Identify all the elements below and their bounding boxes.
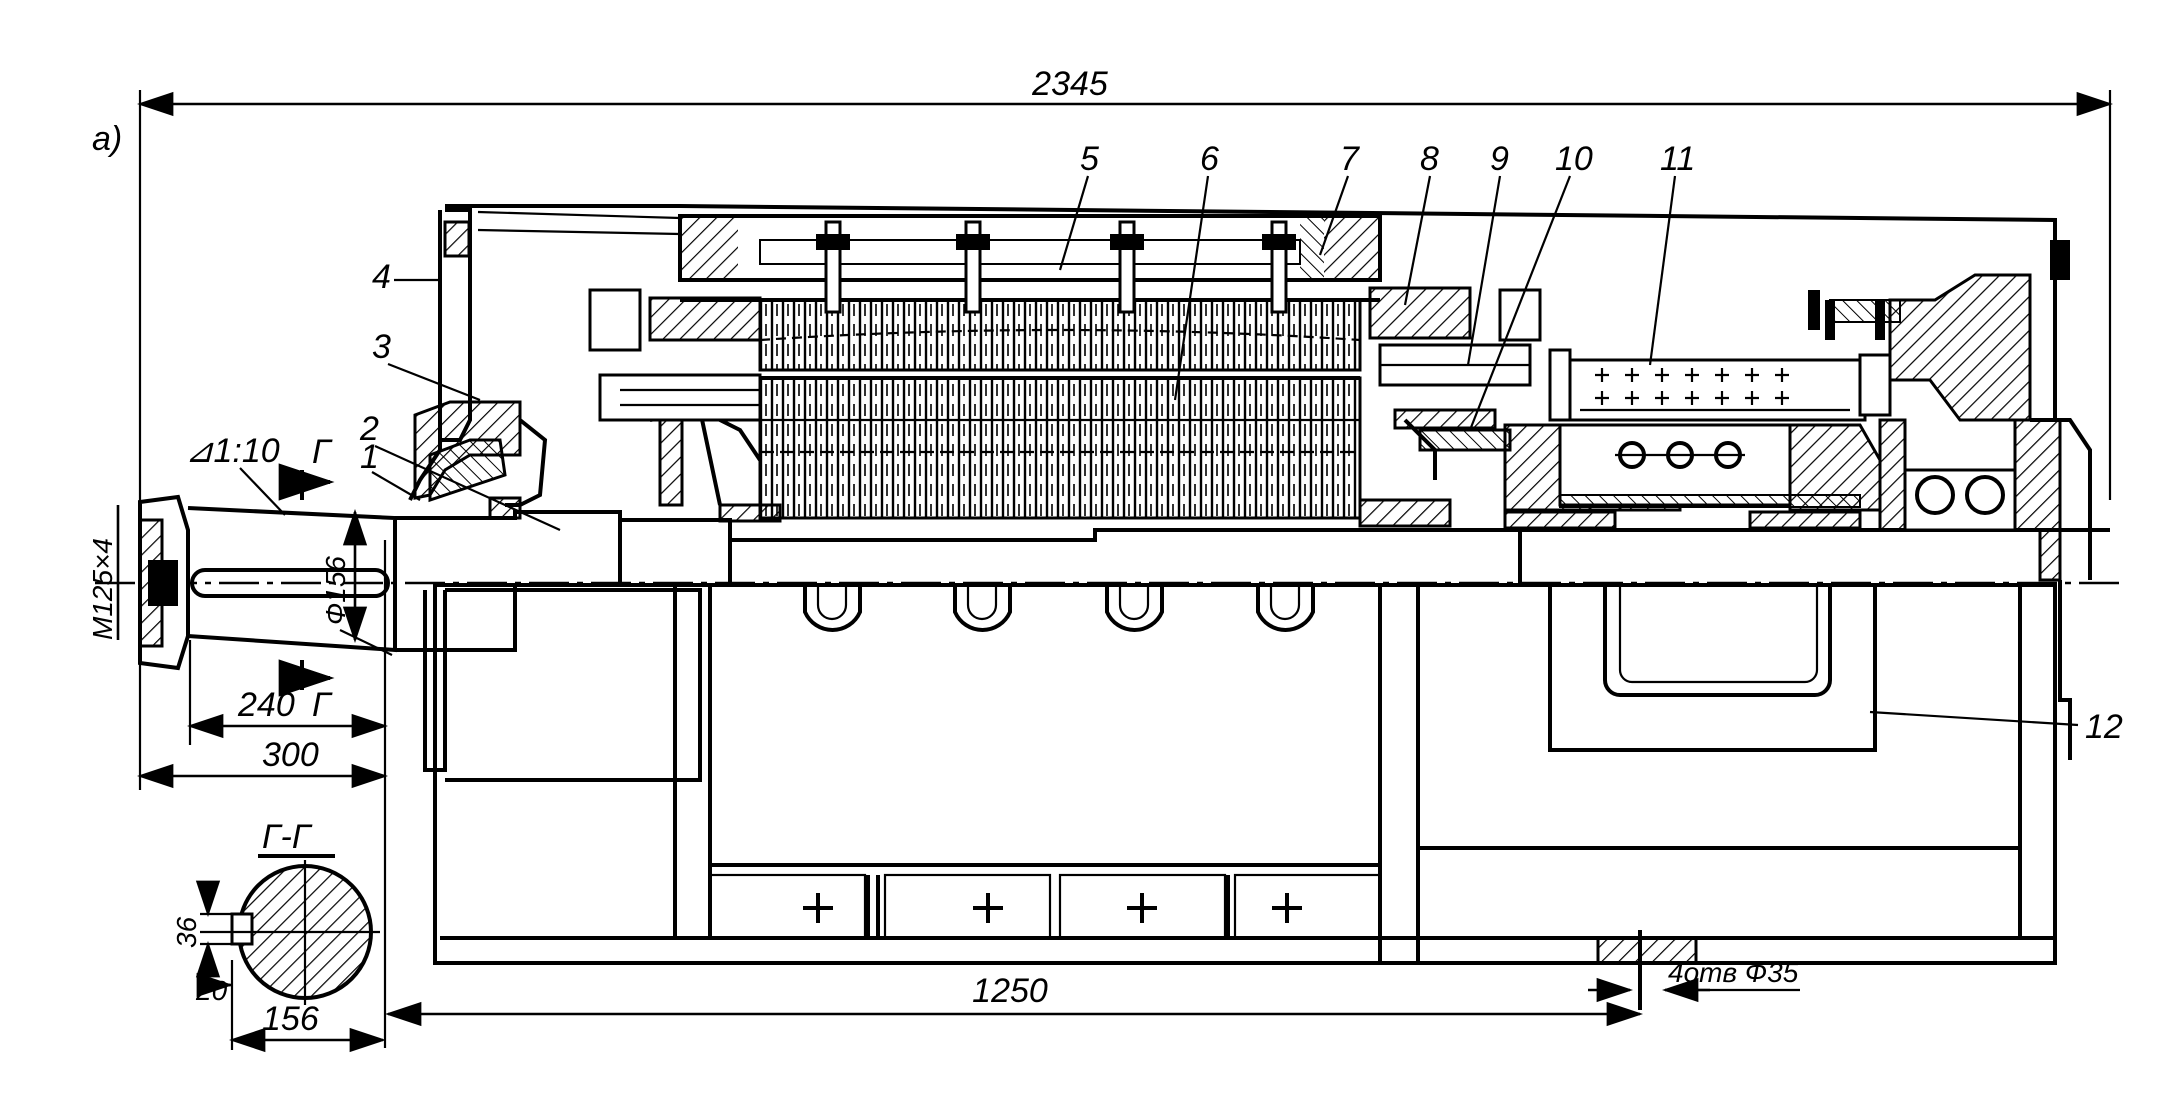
shaft-diameter-label: Ф156 xyxy=(320,556,351,625)
part-label-11: 11 xyxy=(1660,140,1695,178)
key-offset-label: 20 xyxy=(195,975,228,1006)
section-diameter-label: 156 xyxy=(262,1000,319,1038)
part-label-9: 9 xyxy=(1490,140,1509,178)
part-label-7: 7 xyxy=(1340,140,1360,178)
main-shaft xyxy=(395,510,2110,652)
shaft-dimensions: 240 300 xyxy=(136,540,389,1048)
part-label-2: 2 xyxy=(359,410,379,448)
brush-crosses xyxy=(1595,368,1789,405)
end-shield-left xyxy=(408,204,2057,782)
base-dimensions: 1250 4отв Ф35 xyxy=(384,957,1800,1027)
part-label-3: 3 xyxy=(372,328,391,366)
stator-bolts xyxy=(816,220,1296,314)
holes-label: 4отв Ф35 xyxy=(1668,957,1799,988)
part-label-8: 8 xyxy=(1420,140,1439,178)
slip-ring-assembly xyxy=(1378,240,2092,760)
shaft-end-length-label: 300 xyxy=(262,736,319,774)
key-height-label: 36 xyxy=(171,916,202,948)
part-label-1: 1 xyxy=(360,438,379,476)
shaft-end: ⊿1:10 M125×4 Ф156 Г Г xyxy=(87,432,397,724)
part-label-10: 10 xyxy=(1555,140,1593,178)
part-label-6: 6 xyxy=(1200,140,1219,178)
part-label-12: 12 xyxy=(2085,708,2123,746)
part-label-5: 5 xyxy=(1080,140,1099,178)
base-length-label: 1250 xyxy=(972,972,1048,1010)
stator xyxy=(648,214,1472,372)
thread-label: M125×4 xyxy=(87,538,118,640)
section-mark-bottom: Г xyxy=(312,686,333,724)
overall-length-label: 2345 xyxy=(1031,65,1108,103)
taper-length-label: 240 xyxy=(237,686,295,724)
rotor-bolts-under-shaft xyxy=(803,585,1315,633)
taper-label: ⊿1:10 xyxy=(185,432,280,470)
view-label: а) xyxy=(92,120,122,158)
section-label: Г-Г xyxy=(262,818,313,856)
overall-dimension: 2 3 4 5 xyxy=(136,65,2114,790)
part-labels: 1 2 3 4 5 6 7 8 9 10 11 12 xyxy=(359,140,2123,746)
part-label-4: 4 xyxy=(372,258,391,296)
section-gg: Г-Г 36 20 156 xyxy=(171,818,387,1053)
rotor xyxy=(588,288,1452,528)
base-frame xyxy=(433,583,2057,1010)
section-mark-top: Г xyxy=(312,433,333,471)
